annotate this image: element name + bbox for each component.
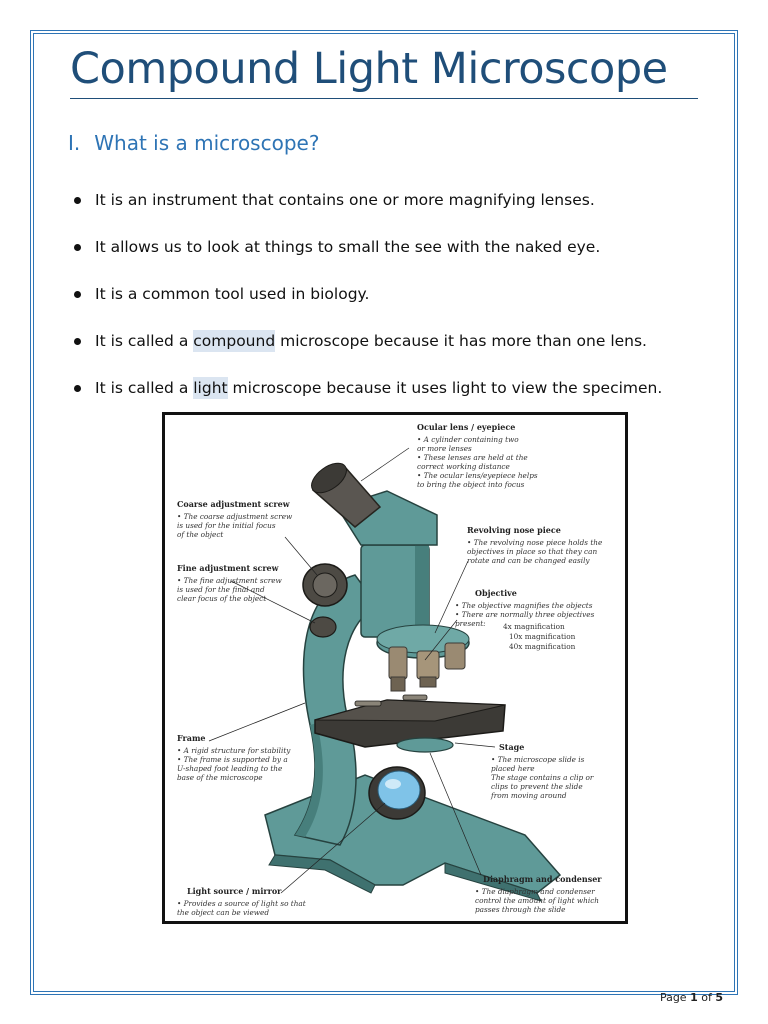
svg-text:• The ocular lens/eyepiece hel: • The ocular lens/eyepiece helps <box>417 471 538 480</box>
svg-text:base of the microscope: base of the microscope <box>177 773 263 782</box>
bullet-text: It is called a light microscope because … <box>95 377 663 399</box>
bullet-icon <box>74 197 81 204</box>
svg-text:placed here: placed here <box>491 764 535 773</box>
svg-text:• A rigid structure for stabil: • A rigid structure for stability <box>177 746 291 755</box>
list-item: It is called a compound microscope becau… <box>74 327 714 374</box>
svg-text:4x magnification: 4x magnification <box>503 622 565 631</box>
svg-text:clear focus of the object: clear focus of the object <box>177 594 266 603</box>
svg-text:correct working distance: correct working distance <box>417 462 510 471</box>
label-coarse-adjustment: Coarse adjustment screw • The coarse adj… <box>177 499 293 539</box>
svg-text:or more lenses: or more lenses <box>417 444 472 453</box>
svg-text:Frame: Frame <box>177 733 206 743</box>
svg-text:40x magnification: 40x magnification <box>509 642 576 651</box>
svg-text:• These lenses are held at the: • These lenses are held at the <box>417 453 528 462</box>
label-diaphragm-condenser: Diaphragm and condenser • The diaphragm … <box>475 874 602 914</box>
bullet-icon <box>74 244 81 251</box>
svg-text:• There are normally three obj: • There are normally three objectives <box>455 610 595 619</box>
label-revolving-nose-piece: Revolving nose piece • The revolving nos… <box>467 525 602 565</box>
highlighted-term: light <box>193 377 228 399</box>
svg-text:is used for the final and: is used for the final and <box>177 585 265 594</box>
svg-text:to bring the object into focus: to bring the object into focus <box>417 480 525 489</box>
svg-text:• The frame is supported by a: • The frame is supported by a <box>177 755 288 764</box>
svg-text:The stage contains a clip or: The stage contains a clip or <box>491 773 594 782</box>
bullet-text: It is called a compound microscope becau… <box>95 330 647 352</box>
svg-text:from moving around: from moving around <box>490 791 567 800</box>
label-ocular: Ocular lens / eyepiece • A cylinder cont… <box>417 422 538 489</box>
bullet-text: It is an instrument that contains one or… <box>95 191 595 209</box>
svg-text:• The revolving nose piece hol: • The revolving nose piece holds the <box>467 538 602 547</box>
svg-text:• The fine adjustment screw: • The fine adjustment screw <box>177 576 283 585</box>
section-number: I. <box>68 131 81 155</box>
page-number-footer: Page 1 of 5 <box>659 991 723 1004</box>
bullet-icon <box>74 385 81 392</box>
svg-text:Revolving nose piece: Revolving nose piece <box>467 525 561 535</box>
section-heading-text: What is a microscope? <box>94 131 320 155</box>
section-heading: I. What is a microscope? <box>68 131 319 155</box>
list-item: It is called a light microscope because … <box>74 374 714 421</box>
label-light-source: Light source / mirror • Provides a sourc… <box>177 886 306 917</box>
list-item: It allows us to look at things to small … <box>74 233 714 280</box>
svg-text:• A cylinder containing two: • A cylinder containing two <box>417 435 519 444</box>
microscope-illustration: Ocular lens / eyepiece • A cylinder cont… <box>177 422 602 917</box>
svg-text:Light source / mirror: Light source / mirror <box>187 886 282 896</box>
page-border-inner <box>33 33 735 992</box>
svg-text:Fine adjustment screw: Fine adjustment screw <box>177 563 280 573</box>
svg-text:control the amount of light wh: control the amount of light which <box>475 896 599 905</box>
svg-text:objectives in place so that th: objectives in place so that they can <box>467 547 597 556</box>
svg-text:Ocular lens / eyepiece: Ocular lens / eyepiece <box>417 422 515 432</box>
title-underline <box>70 98 698 99</box>
svg-text:present:: present: <box>455 619 486 628</box>
label-frame: Frame • A rigid structure for stability … <box>177 733 291 782</box>
microscope-diagram: Ocular lens / eyepiece • A cylinder cont… <box>162 412 628 924</box>
list-item: It is a common tool used in biology. <box>74 280 714 327</box>
label-stage: Stage • The microscope slide is placed h… <box>490 742 594 800</box>
label-fine-adjustment: Fine adjustment screw • The fine adjustm… <box>177 563 283 603</box>
svg-text:Coarse adjustment screw: Coarse adjustment screw <box>177 499 291 509</box>
bullet-icon <box>74 338 81 345</box>
svg-text:rotate and can be changed easi: rotate and can be changed easily <box>467 556 590 565</box>
bullet-list: It is an instrument that contains one or… <box>74 186 714 421</box>
page-border-outer <box>30 30 738 995</box>
svg-text:of the object: of the object <box>177 530 223 539</box>
svg-text:• The coarse adjustment screw: • The coarse adjustment screw <box>177 512 293 521</box>
bullet-icon <box>74 291 81 298</box>
svg-text:Objective: Objective <box>475 588 517 598</box>
label-objective: Objective • The objective magnifies the … <box>455 588 595 651</box>
svg-text:Diaphragm and condenser: Diaphragm and condenser <box>483 874 602 884</box>
svg-text:U-shaped foot leading to the: U-shaped foot leading to the <box>177 764 282 773</box>
page-title: Compound Light Microscope <box>70 44 668 94</box>
svg-text:• The diaphragm and condenser: • The diaphragm and condenser <box>475 887 595 896</box>
list-item: It is an instrument that contains one or… <box>74 186 714 233</box>
svg-text:is used for the initial focus: is used for the initial focus <box>177 521 276 530</box>
bullet-text: It allows us to look at things to small … <box>95 238 601 256</box>
svg-text:the object can be viewed: the object can be viewed <box>177 908 269 917</box>
svg-text:• The microscope slide is: • The microscope slide is <box>491 755 585 764</box>
svg-text:passes through the slide: passes through the slide <box>475 905 565 914</box>
bullet-text: It is a common tool used in biology. <box>95 285 370 303</box>
svg-text:10x magnification: 10x magnification <box>509 632 576 641</box>
svg-text:Stage: Stage <box>499 742 524 752</box>
highlighted-term: compound <box>193 330 276 352</box>
svg-text:• The objective magnifies the: • The objective magnifies the objects <box>455 601 593 610</box>
svg-text:• Provides a source of light s: • Provides a source of light so that <box>177 899 306 908</box>
svg-text:clips to prevent the slide: clips to prevent the slide <box>491 782 583 791</box>
